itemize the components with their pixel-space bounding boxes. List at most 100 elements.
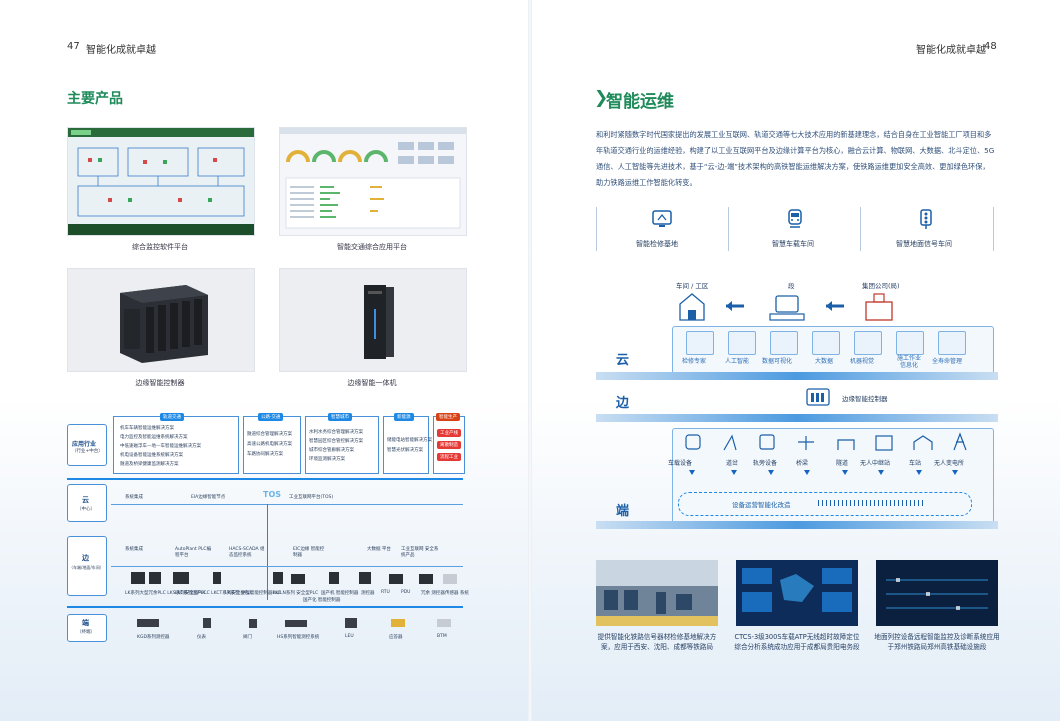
edge-controller-photo bbox=[67, 268, 255, 372]
end-device-7: 车站 bbox=[909, 460, 922, 467]
product-caption-2: 智能交通综合应用平台 bbox=[337, 243, 407, 251]
cloud-module-1: 检修专家 bbox=[682, 358, 707, 365]
maintenance-base-icon bbox=[652, 210, 672, 227]
module-chip bbox=[938, 331, 966, 355]
cloud-item-logo: TOS bbox=[263, 490, 282, 499]
intro-paragraph: 和利时紧随数字时代国家提出的发展工业互联网、轨道交通等七大技术应用的新基建理念，… bbox=[596, 130, 995, 187]
cloud-module-2: 人工智能 bbox=[725, 358, 750, 365]
cloud-module-6: 施工作业 信息化 bbox=[896, 355, 921, 369]
cloud-module-5: 机器视觉 bbox=[850, 358, 875, 365]
edge-device: LK系列 中型智能控制器PLC bbox=[225, 591, 281, 596]
workshop-photo bbox=[596, 560, 718, 626]
end-device-2: 道岔 bbox=[726, 460, 739, 467]
diagram-edge-sub: （车端/地面/车间） bbox=[69, 565, 104, 570]
cloud-item: 工业互联网平台(TOS) bbox=[289, 495, 334, 500]
diagram-app-layer-box: 应用行业 （行业+中台） bbox=[67, 424, 107, 466]
bases-divider bbox=[860, 207, 861, 251]
group-production-line: 流程工业 bbox=[437, 453, 461, 461]
end-device-8: 无人变电所 bbox=[934, 460, 965, 467]
edge-device: 国产机 智能控制器 bbox=[321, 591, 359, 596]
group-road-line: 车路协同解决方案 bbox=[247, 452, 283, 457]
edge-controller-label: 边缘智能控制器 bbox=[842, 395, 888, 403]
bases-divider bbox=[728, 207, 729, 251]
group-road-head: 公路·交通 bbox=[258, 413, 284, 421]
group-rail: 轨道交通 机车车辆智能运维解决方案 电力监控及智能运维系统解决方案 中低速磁浮车… bbox=[113, 413, 239, 474]
end-item: HS系列智能测控系统 bbox=[277, 635, 320, 640]
edge-device: LK/LN系列 安全型PLC bbox=[273, 591, 319, 596]
signal-workshop-icon bbox=[920, 209, 932, 229]
end-item: 应答器 bbox=[389, 635, 403, 640]
edge-item: 系统集成 bbox=[125, 547, 143, 552]
edge-label: 边 bbox=[616, 396, 630, 411]
group-city-line: 智慧园区综合管控解决方案 bbox=[309, 439, 363, 444]
end-item: 仪表 bbox=[197, 635, 206, 640]
group-production-head: 智能生产 bbox=[436, 413, 460, 421]
end-band bbox=[672, 428, 994, 526]
edge-device: LK系列大型冗余PLC LKS系列安全型PLC bbox=[125, 591, 207, 596]
diagram-end-label: 端 bbox=[82, 619, 89, 627]
right-page-header: 智能化成就卓越 bbox=[916, 45, 986, 56]
group-energy-line: 储能电站智能解决方案 bbox=[387, 438, 432, 443]
cloud-item: EIA边缘智能节点 bbox=[191, 495, 226, 500]
module-chip bbox=[812, 331, 840, 355]
diagram-cloud-label: 云 bbox=[82, 496, 89, 504]
diagram-app-layer: 应用行业 bbox=[72, 441, 97, 448]
hierarchy-group: 集团公司(局) bbox=[862, 282, 900, 290]
down-arrow bbox=[842, 470, 848, 475]
edge-controller-icon bbox=[806, 388, 830, 406]
diagram-edge-label: 边 bbox=[82, 554, 89, 562]
group-road-line: 高速公路机电解决方案 bbox=[247, 442, 292, 447]
group-energy: 新能源 储能电站智能解决方案 智慧光伏解决方案 bbox=[383, 413, 432, 474]
group-rail-head: 轨道交通 bbox=[160, 413, 184, 421]
cloud-bus bbox=[111, 504, 463, 505]
end-divider bbox=[67, 606, 463, 608]
group-production: 智能生产 工业产线 离散制造 流程工业 bbox=[433, 413, 465, 474]
group-road: 公路·交通 隧道综合管理解决方案 高速公路机电解决方案 车路协同解决方案 bbox=[243, 413, 301, 474]
edge-device: PDU bbox=[401, 590, 411, 595]
edge-device: 国产化 智能控制器 bbox=[303, 598, 341, 603]
bases-row: 智能检修基地 智慧车载车间 智慧地面信号车间 bbox=[596, 207, 994, 251]
group-energy-head: 新能源 bbox=[394, 413, 414, 421]
group-rail-line: 隧道及桥梁健康监测解决方案 bbox=[120, 462, 179, 467]
edge-item: 工业互联网 安全系统产品 bbox=[401, 547, 439, 558]
end-bar bbox=[596, 521, 998, 529]
product-caption-4: 边缘智能一体机 bbox=[347, 379, 397, 387]
end-devices-strip bbox=[137, 618, 451, 628]
hierarchy-section: 段 bbox=[788, 282, 795, 290]
cloud-item: 系统集成 bbox=[125, 495, 143, 500]
main-products-title: 主要产品 bbox=[67, 91, 123, 107]
end-item: KGD系列测控器 bbox=[137, 635, 170, 640]
cloud-module-3: 数据可视化 bbox=[762, 358, 793, 365]
edge-devices-strip bbox=[131, 572, 457, 584]
edge-device: RTU bbox=[381, 590, 390, 595]
cloud-edge-end-diagram: 车间 / 工区 段 集团公司(局) 云 检修专家 人工智能 数据可视化 大数据 … bbox=[596, 268, 998, 533]
group-rail-line: 机车车辆智能运维解决方案 bbox=[120, 426, 174, 431]
down-arrow bbox=[689, 470, 695, 475]
down-arrow bbox=[952, 470, 958, 475]
photo-caption-2: CTCS-3级300S车载ATP无线超时故障定位综合分析系统成功应用于成都局贵阳… bbox=[734, 633, 860, 651]
down-arrow bbox=[878, 470, 884, 475]
module-chip bbox=[728, 331, 756, 355]
group-city-line: 水利水务综合管理解决方案 bbox=[309, 430, 363, 435]
product-caption-3: 边缘智能控制器 bbox=[135, 379, 185, 387]
left-page-number: 47 bbox=[67, 41, 80, 52]
group-road-line: 隧道综合管理解决方案 bbox=[247, 432, 292, 437]
down-arrow bbox=[916, 470, 922, 475]
diagram-divider bbox=[67, 478, 463, 480]
remote-monitoring-screen-photo bbox=[876, 560, 998, 626]
end-device-5: 隧道 bbox=[836, 460, 849, 467]
smart-maintenance-title: 智能运维 bbox=[606, 92, 674, 112]
group-rail-line: 中低速磁浮车—地—车智能运维解决方案 bbox=[120, 444, 201, 449]
group-city: 智慧城市 水利水务综合管理解决方案 智慧园区综合管控解决方案 城市综合管廊解决方… bbox=[305, 413, 379, 474]
hierarchy-icons bbox=[679, 293, 893, 321]
end-item: LEU bbox=[345, 634, 354, 639]
edge-item: AutoPlant PLC编程平台 bbox=[175, 547, 212, 558]
diagram-end-sub: （终端） bbox=[77, 630, 95, 635]
group-energy-line: 智慧光伏解决方案 bbox=[387, 448, 423, 453]
edge-item: 大数据 平台 bbox=[367, 547, 391, 552]
smart-maintenance-chevron: ❯ bbox=[594, 88, 609, 108]
traffic-platform-screenshot bbox=[279, 127, 467, 236]
down-arrow bbox=[731, 470, 737, 475]
module-chip bbox=[770, 331, 798, 355]
cloud-label: 云 bbox=[616, 353, 630, 368]
